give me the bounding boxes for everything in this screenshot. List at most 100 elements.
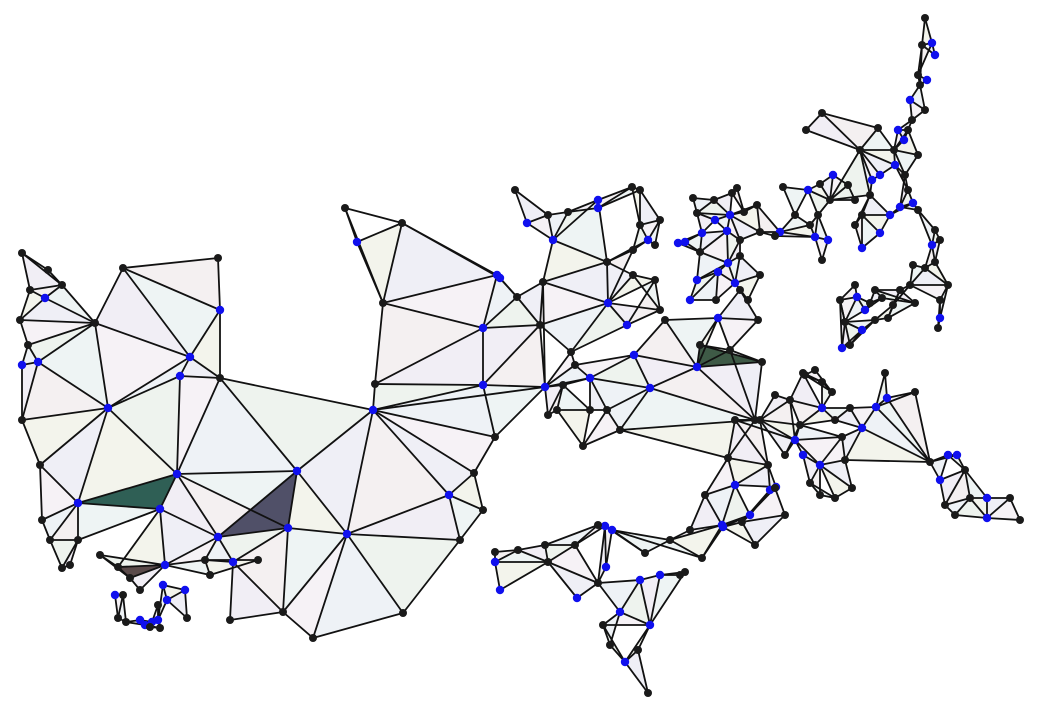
- mesh-edge: [817, 214, 829, 241]
- mesh-edge: [631, 186, 641, 226]
- boundary-vertex: [866, 191, 874, 199]
- interior-vertex: [803, 185, 813, 195]
- mesh-edge: [789, 399, 796, 441]
- mesh-edge: [704, 484, 736, 496]
- mesh-edge: [874, 289, 916, 304]
- mesh-edge: [607, 302, 628, 326]
- mesh-edge: [372, 384, 484, 411]
- mesh-face: [608, 275, 655, 303]
- mesh-face: [78, 503, 160, 540]
- mesh-edge: [789, 399, 823, 409]
- mesh-edge: [604, 525, 607, 568]
- mesh-edge: [704, 457, 729, 496]
- boundary-vertex: [846, 341, 854, 349]
- boundary-vertex: [726, 346, 734, 354]
- mesh-edge: [122, 267, 221, 311]
- mesh-edge: [382, 222, 403, 304]
- mesh-face: [118, 509, 165, 567]
- mesh-edge: [649, 571, 686, 626]
- mesh-edge: [696, 349, 731, 368]
- boundary-vertex: [24, 341, 32, 349]
- mesh-edge: [619, 579, 641, 613]
- mesh-face: [607, 388, 650, 430]
- boundary-vertex: [58, 281, 66, 289]
- mesh-edge: [619, 387, 651, 431]
- boundary-vertex: [599, 621, 607, 629]
- mesh-face: [95, 323, 190, 408]
- mesh-edge: [189, 309, 221, 358]
- interior-vertex: [635, 575, 645, 585]
- mesh-face: [483, 385, 545, 437]
- mesh-face: [685, 233, 702, 252]
- boundary-vertex: [710, 196, 718, 204]
- mesh-edge: [624, 624, 651, 663]
- boundary-vertex: [701, 491, 709, 499]
- interior-vertex: [615, 607, 625, 617]
- mesh-edge: [606, 261, 634, 276]
- boundary-vertex: [470, 469, 478, 477]
- mesh-edge: [117, 564, 166, 568]
- mesh-edge: [552, 211, 569, 241]
- mesh-edge: [374, 327, 484, 385]
- mesh-edge: [654, 219, 661, 246]
- mesh-edge: [669, 539, 703, 559]
- boundary-vertex: [479, 506, 487, 514]
- mesh-face: [860, 150, 895, 175]
- boundary-vertex: [206, 571, 214, 579]
- boundary-vertex: [74, 536, 82, 544]
- mesh-edge: [39, 407, 109, 466]
- boundary-vertex: [511, 186, 519, 194]
- mesh-edge: [704, 494, 723, 526]
- mesh-face: [540, 282, 608, 325]
- mesh-edge: [382, 302, 484, 329]
- boundary-vertex: [781, 451, 789, 459]
- mesh-face: [283, 528, 347, 612]
- mesh-edge: [94, 322, 191, 358]
- boundary-vertex: [851, 196, 859, 204]
- interior-vertex: [982, 513, 992, 523]
- mesh-face: [383, 223, 497, 303]
- mesh-face: [45, 285, 95, 323]
- boundary-vertex: [926, 458, 934, 466]
- interior-vertex: [175, 371, 185, 381]
- mesh-face: [22, 253, 62, 290]
- boundary-vertex: [914, 71, 922, 79]
- mesh-edge: [122, 594, 127, 623]
- boundary-vertex: [154, 601, 162, 609]
- mesh-face: [697, 200, 730, 215]
- mesh-edge: [626, 279, 656, 326]
- mesh-edge: [741, 521, 756, 546]
- boundary-vertex: [136, 586, 144, 594]
- mesh-edge: [539, 302, 609, 326]
- interior-vertex: [478, 323, 488, 333]
- mesh-edge: [217, 470, 298, 538]
- boundary-vertex: [636, 221, 644, 229]
- mesh-face: [625, 650, 648, 693]
- boundary-vertex: [841, 318, 849, 326]
- boundary-vertex: [791, 211, 799, 219]
- mesh-edge: [21, 419, 41, 466]
- interior-vertex: [162, 595, 172, 605]
- mesh-face: [583, 410, 620, 446]
- boundary-vertex: [96, 551, 104, 559]
- mesh-edge: [799, 407, 823, 426]
- interior-vertex: [593, 203, 603, 213]
- mesh-edge: [602, 624, 626, 663]
- boundary-vertex: [696, 248, 704, 256]
- mesh-edge: [917, 209, 933, 246]
- mesh-edge: [544, 386, 549, 416]
- boundary-vertex: [733, 184, 741, 192]
- mesh-edge: [217, 527, 289, 538]
- boundary-vertex: [871, 286, 879, 294]
- mesh-face: [808, 190, 830, 215]
- mesh-edge: [626, 309, 661, 326]
- boundary-vertex: [491, 548, 499, 556]
- boundary-vertex: [816, 491, 824, 499]
- mesh-face: [20, 290, 45, 320]
- mesh-edge: [624, 661, 649, 694]
- mesh-edge: [282, 611, 314, 639]
- mesh-edge: [219, 377, 374, 411]
- mesh-face: [38, 323, 108, 408]
- mesh-face: [690, 495, 722, 530]
